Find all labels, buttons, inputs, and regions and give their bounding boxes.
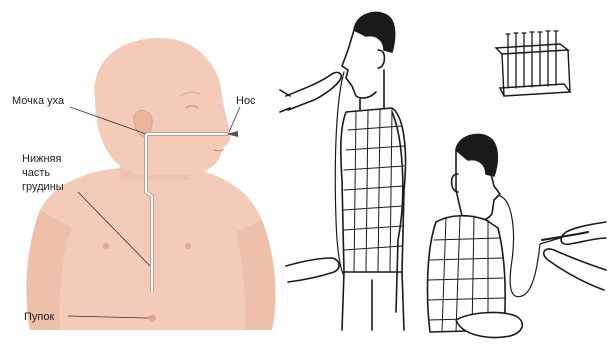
test-tubes [506, 31, 558, 88]
seated-man-tube [500, 196, 560, 297]
standing-man-trousers [342, 272, 404, 330]
seated-man-hair [456, 134, 497, 176]
infant-diagram: Мочка уха Нос Нижняя часть грудины Пупок [12, 38, 276, 330]
test-tube-rack [496, 31, 570, 96]
standing-man-drawing [280, 12, 406, 330]
leader-nose [229, 107, 240, 132]
standing-man-neck [360, 70, 384, 112]
label-lower-sternum-2: часть [22, 167, 50, 179]
infant-nipple-left [103, 243, 109, 249]
label-ear-lobe: Мочка уха [12, 95, 65, 107]
examiner-hand-top [286, 72, 341, 110]
standing-man-ear [378, 50, 384, 68]
infant-navel [148, 315, 156, 321]
standing-man-face [342, 30, 376, 98]
examiner-hand-bottom [286, 258, 339, 282]
label-lower-sternum-3: грудины [22, 181, 64, 193]
standing-man-hair [354, 12, 395, 52]
seated-man-ear [452, 174, 458, 192]
label-nose: Нос [236, 95, 256, 107]
seated-man-drawing [428, 134, 606, 337]
examiner-hand-right-lower [544, 249, 606, 290]
label-navel: Пупок [24, 311, 54, 323]
collection-bowl [456, 313, 522, 338]
examiner-hand-top-sleeve [280, 90, 290, 112]
infant-head [94, 38, 230, 175]
rack-base [500, 84, 570, 96]
label-lower-sternum-1: Нижняя [22, 153, 61, 165]
infant-nipple-right [185, 243, 191, 249]
